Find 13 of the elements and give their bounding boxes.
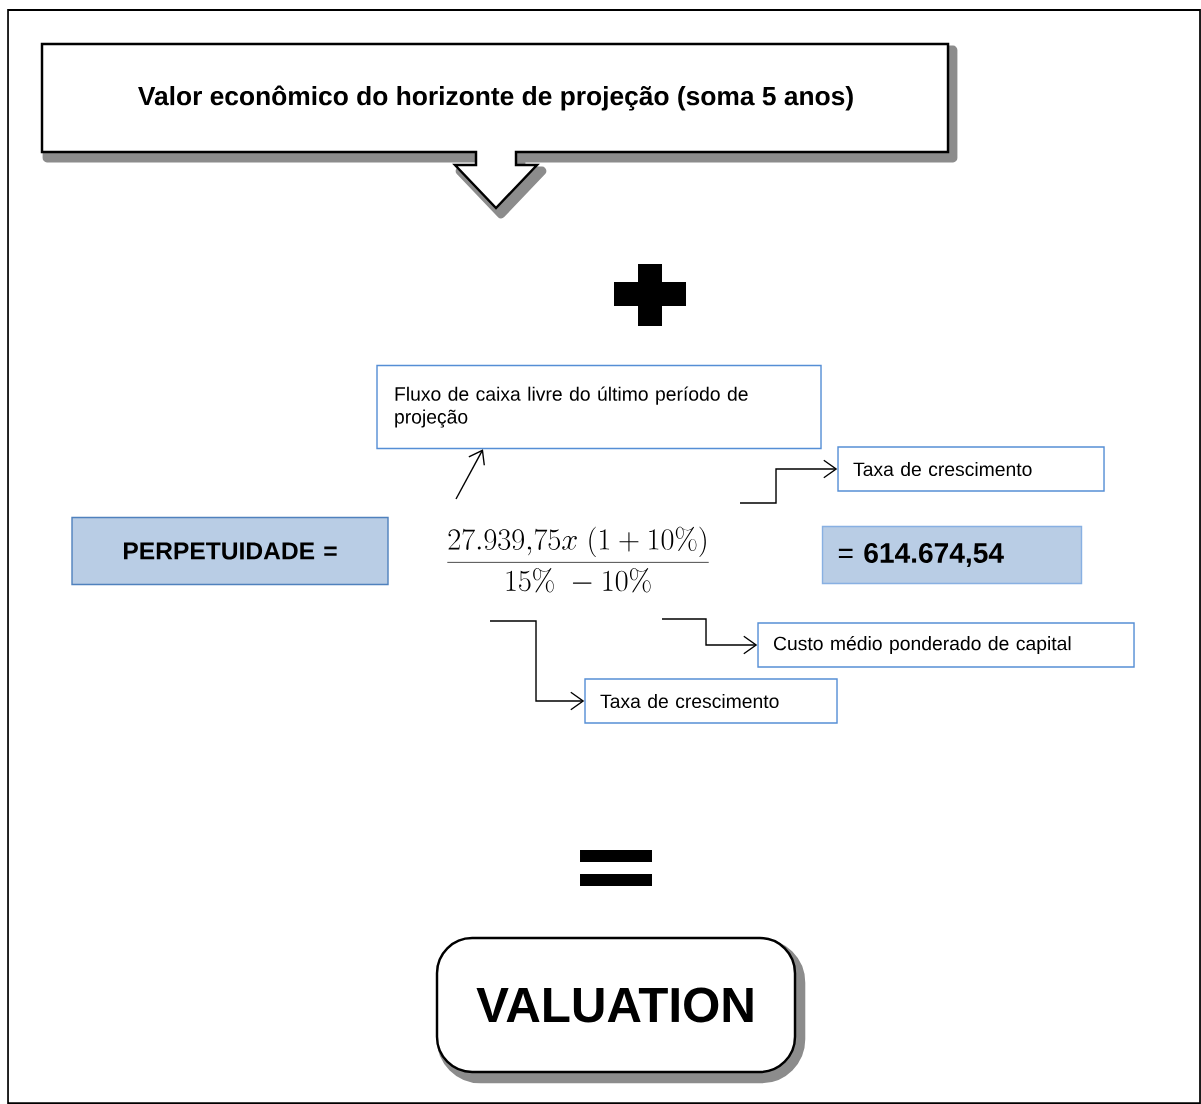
result-box: VALUATION (435, 936, 806, 1084)
arrow (489, 620, 585, 711)
fraction-formula: $\frac{27.939{,}75x\;(1+10\%)}{15\%\;-10\%}$ (447, 526, 709, 593)
callout-box: Valor econômico do horizonte de projeção (soma 5 anos) (40, 42, 958, 219)
arrow (455, 449, 485, 500)
arrow (739, 459, 838, 504)
text-box: Fluxo de caixa livre do último período de projeção (376, 364, 822, 450)
text-box: Taxa de crescimento (837, 446, 1105, 492)
arrow (661, 618, 758, 655)
text-box: Taxa de crescimento (584, 678, 838, 724)
label-box: PERPETUIDADE = (71, 516, 389, 586)
result-box: = 614.674,54 (821, 525, 1083, 585)
text-box: Custo médio ponderado de capital (757, 622, 1135, 668)
